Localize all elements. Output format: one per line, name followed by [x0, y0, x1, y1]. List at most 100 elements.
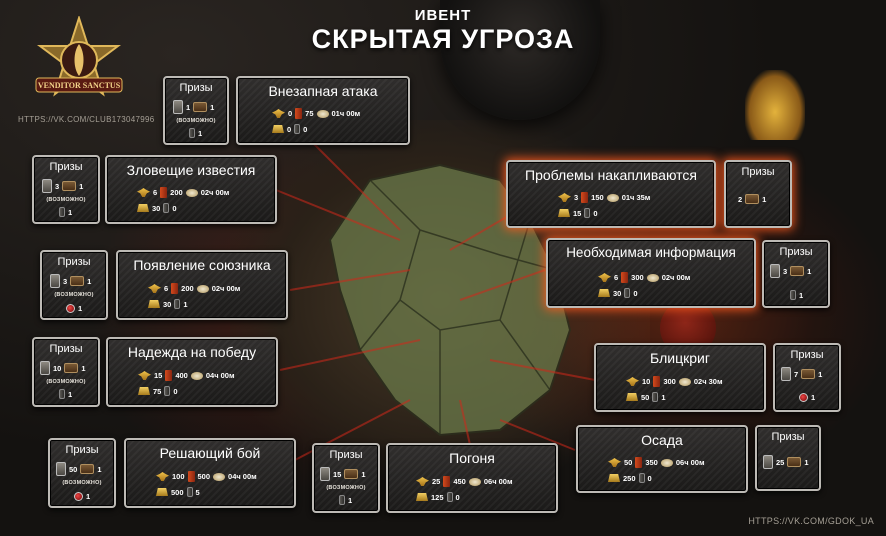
prize-title: Призы [49, 161, 83, 173]
mission-pogonya[interactable]: Погоня 25 450 06ч 00м 125 0 [386, 443, 558, 513]
gold-count: 30 [613, 288, 622, 298]
prize-title: Призы [741, 166, 775, 178]
dogtag-icon [763, 455, 773, 469]
gold-count: 0 [287, 124, 292, 134]
mission-title: Необходимая информация [566, 245, 736, 260]
mission-vnezapnaya-ataka[interactable]: Внезапная атака 0 75 01ч 00м 0 0 [236, 76, 410, 145]
lamp-decoration [745, 70, 805, 140]
watermark-vk-right: HTTPS://VK.COM/GDOK_UA [748, 516, 874, 526]
mission-title: Погоня [449, 450, 495, 466]
prize-possible-note: (ВОЗМОЖНО) [326, 485, 366, 491]
chest-icon [193, 102, 208, 112]
prize-dogtag-count: 25 [776, 457, 785, 467]
prize-title: Призы [49, 343, 83, 355]
timer-icon [678, 377, 691, 386]
prize-panel-vnezapnaya-ataka[interactable]: Призы 1 1 (ВОЗМОЖНО) 1 [163, 76, 229, 145]
grenade-icon [189, 128, 195, 138]
mission-problemy-nakaplivayutsya[interactable]: Проблемы накапливаются 3 150 01ч 35м 15 … [506, 160, 716, 228]
eagle-count: 0 [288, 109, 293, 118]
ammo-count: 300 [631, 273, 644, 282]
mission-nadezhda-na-pobedu[interactable]: Надежда на победу 15 400 04ч 00м 75 0 [106, 337, 278, 407]
grenade-icon [163, 203, 170, 213]
prize-dogtag-count: 10 [53, 363, 62, 373]
grenade-count: 0 [172, 203, 177, 213]
prize-panel-neobkhodimaya-informatsiya[interactable]: Призы 3 1 1 [762, 240, 830, 308]
timer-icon [606, 193, 619, 202]
mission-title: Осада [641, 432, 683, 448]
eagle-icon [416, 477, 429, 486]
mission-zloveshchie-izvestiya[interactable]: Зловещие известия 6 200 02ч 00м 30 0 [105, 155, 277, 224]
eagle-icon [598, 273, 611, 282]
gold-bar-icon [598, 289, 610, 297]
mission-title: Проблемы накапливаются [525, 167, 697, 183]
mission-duration: 02ч 30м [693, 377, 723, 386]
ammo-count: 200 [170, 188, 183, 197]
eagle-icon [272, 109, 285, 118]
chest-icon [801, 369, 816, 379]
timer-icon [213, 472, 226, 481]
gold-count: 30 [163, 299, 172, 309]
eagle-count: 6 [614, 273, 619, 282]
mission-duration: 06ч 00м [675, 458, 705, 467]
eagle-count: 100 [172, 472, 185, 481]
prize-chest-count: 1 [97, 464, 102, 474]
gold-bar-icon [137, 204, 149, 212]
mission-poyavlenie-soyuznika[interactable]: Появление союзника 6 200 02ч 00м 30 1 [116, 250, 288, 320]
mission-title: Зловещие известия [126, 162, 256, 178]
prize-panel-pogonya[interactable]: Призы 15 1 (ВОЗМОЖНО) 1 [312, 443, 380, 513]
prize-chest-count: 1 [79, 181, 84, 191]
prize-panel-reshayushchiy-boy[interactable]: Призы 50 1 (ВОЗМОЖНО) 1 [48, 438, 116, 508]
grenade-icon [652, 392, 659, 402]
grenade-count: 0 [633, 288, 638, 298]
prize-possible-note: (ВОЗМОЖНО) [46, 379, 86, 385]
eagle-count: 10 [642, 377, 651, 386]
grenade-icon [186, 487, 193, 497]
prize-panel-zloveshchie-izvestiya[interactable]: Призы 3 1 (ВОЗМОЖНО) 1 [32, 155, 100, 224]
mission-duration: 02ч 00м [200, 188, 230, 197]
gold-bar-icon [156, 488, 168, 496]
map-territory [328, 163, 572, 437]
ammo-icon [635, 457, 643, 468]
grenade-icon [638, 473, 645, 483]
grenade-count: 0 [173, 386, 178, 396]
eagle-icon [137, 188, 150, 197]
mission-duration: 01ч 00м [331, 109, 361, 118]
ammo-count: 200 [181, 284, 194, 293]
gold-count: 500 [171, 487, 184, 497]
chest-icon [62, 181, 77, 191]
eagle-icon [558, 193, 571, 202]
prize-dogtag-count: 15 [333, 469, 342, 479]
prize-dogtag-count: 3 [783, 266, 788, 276]
gold-bar-icon [416, 493, 428, 501]
ammo-icon [581, 192, 589, 203]
prize-panel-nadezhda-na-pobedu[interactable]: Призы 10 1 (ВОЗМОЖНО) 1 [32, 337, 100, 407]
gold-count: 50 [641, 392, 650, 402]
prize-panel-problemy-nakaplivayutsya[interactable]: Призы 2 1 [724, 160, 792, 228]
prize-title: Призы [57, 256, 91, 268]
ammo-icon [653, 376, 661, 387]
ammo-count: 350 [645, 458, 658, 467]
grenade-icon [59, 389, 65, 399]
prize-title: Призы [790, 349, 824, 361]
prize-panel-osada[interactable]: Призы 25 1 [755, 425, 821, 491]
mission-neobkhodimaya-informatsiya[interactable]: Необходимая информация 6 300 02ч 00м 30 … [546, 238, 756, 308]
mission-osada[interactable]: Осада 50 350 06ч 00м 250 0 [576, 425, 748, 493]
prize-grenade-count: 1 [348, 495, 353, 505]
prize-chest-count: 1 [762, 194, 767, 204]
grenade-count: 0 [303, 124, 308, 134]
ammo-count: 75 [305, 109, 314, 118]
prize-panel-poyavlenie-soyuznika[interactable]: Призы 3 1 (ВОЗМОЖНО) 1 [40, 250, 108, 320]
medal-icon [74, 492, 83, 501]
prize-possible-note: (ВОЗМОЖНО) [176, 118, 216, 124]
ammo-count: 300 [663, 377, 676, 386]
ammo-icon [443, 476, 451, 487]
ammo-icon [171, 283, 179, 294]
gold-count: 125 [431, 492, 444, 502]
prize-panel-blitskrig[interactable]: Призы 7 1 1 [773, 343, 841, 412]
dogtag-icon [173, 100, 183, 114]
mission-reshayushchiy-boy[interactable]: Решающий бой 100 500 04ч 00м 500 5 [124, 438, 296, 508]
mission-title: Надежда на победу [127, 344, 257, 360]
chest-icon [790, 266, 805, 276]
mission-blitskrig[interactable]: Блицкриг 10 300 02ч 30м 50 1 [594, 343, 766, 412]
prize-dogtag-count: 7 [794, 369, 799, 379]
